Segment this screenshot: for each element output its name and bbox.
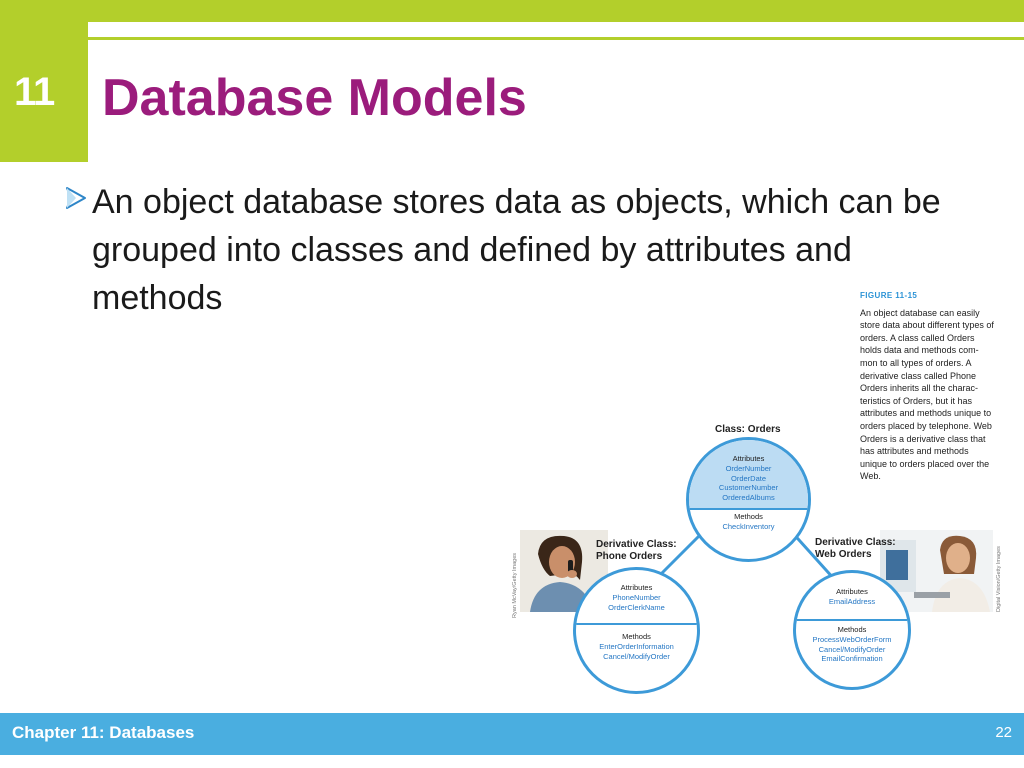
web-orders-methods-label: Methods — [837, 625, 867, 634]
orders-class-title: Class: Orders — [715, 424, 781, 435]
phone-orders-method: EnterOrderInformation — [599, 642, 674, 651]
phone-orders-title-line2: Phone Orders — [596, 551, 663, 562]
footer-bar: Chapter 11: Databases 22 — [0, 713, 1024, 755]
bullet-text: An object database stores data as object… — [92, 183, 941, 317]
orders-attribute: CustomerNumber — [718, 483, 779, 492]
web-orders-attributes-label: Attributes — [836, 587, 868, 596]
web-orders-divider — [796, 619, 908, 621]
footer-chapter: Chapter 11: Databases — [12, 723, 195, 742]
web-orders-method: Cancel/ModifyOrder — [818, 644, 886, 654]
web-orders-method: EmailConfirmation — [821, 654, 883, 663]
phone-orders-attribute: PhoneNumber — [612, 593, 661, 602]
phone-orders-method: Cancel/ModifyOrder — [603, 651, 670, 661]
arrow-bullet-icon — [66, 187, 86, 209]
phone-orders-methods-section: Methods EnterOrderInformation Cancel/Mod… — [576, 632, 697, 661]
top-rule — [88, 37, 1024, 40]
orders-methods-section: Methods CheckInventory — [689, 512, 808, 532]
phone-orders-class-circle: Attributes PhoneNumber OrderClerkName Me… — [573, 567, 700, 694]
top-accent-bar — [0, 0, 1024, 22]
orders-attributes-label: Attributes — [732, 454, 765, 463]
slide-title: Database Models — [102, 69, 527, 127]
phone-orders-divider — [576, 623, 697, 625]
chapter-number: 11 — [14, 70, 55, 114]
web-orders-class-title: Derivative Class: Web Orders — [815, 537, 896, 561]
orders-attribute: OrderDate — [730, 473, 766, 483]
orders-attribute: OrderedAlbums — [722, 492, 775, 502]
chapter-badge: 11 — [0, 22, 88, 162]
orders-methods-label: Methods — [734, 512, 763, 521]
web-photo-credit: Digital Vision/Getty Images — [996, 546, 1002, 612]
figure-caption-block: FIGURE 11-15 An object database can easi… — [860, 290, 995, 483]
orders-divider — [689, 508, 808, 510]
orders-attributes-section: Attributes OrderNumber OrderDate Custome… — [689, 440, 808, 508]
web-orders-title-line1: Derivative Class: — [815, 537, 896, 548]
web-orders-attribute: EmailAddress — [828, 597, 876, 606]
web-orders-class-circle: Attributes EmailAddress Methods ProcessW… — [793, 570, 911, 690]
web-orders-title-line2: Web Orders — [815, 549, 872, 560]
bullet-item: An object database stores data as object… — [60, 178, 980, 322]
orders-method: CheckInventory — [722, 522, 775, 531]
figure-label: FIGURE 11-15 — [860, 291, 918, 300]
orders-class-circle: Attributes OrderNumber OrderDate Custome… — [686, 437, 811, 562]
phone-photo-credit: Ryan McVay/Getty Images — [512, 552, 518, 618]
phone-orders-title-line1: Derivative Class: — [596, 539, 677, 550]
web-orders-methods-section: Methods ProcessWebOrderForm Cancel/Modif… — [796, 625, 908, 664]
orders-attribute: OrderNumber — [725, 464, 772, 473]
figure-caption: An object database can easily store data… — [860, 307, 994, 482]
phone-orders-attributes-label: Attributes — [620, 583, 653, 592]
web-orders-attributes-section: Attributes EmailAddress — [796, 573, 908, 623]
phone-orders-methods-label: Methods — [622, 632, 651, 641]
phone-orders-attribute: OrderClerkName — [608, 602, 665, 612]
phone-orders-class-title: Derivative Class: Phone Orders — [596, 539, 677, 563]
page-number: 22 — [995, 724, 1012, 741]
phone-orders-attributes-section: Attributes PhoneNumber OrderClerkName — [576, 570, 697, 623]
web-orders-method: ProcessWebOrderForm — [812, 635, 892, 644]
